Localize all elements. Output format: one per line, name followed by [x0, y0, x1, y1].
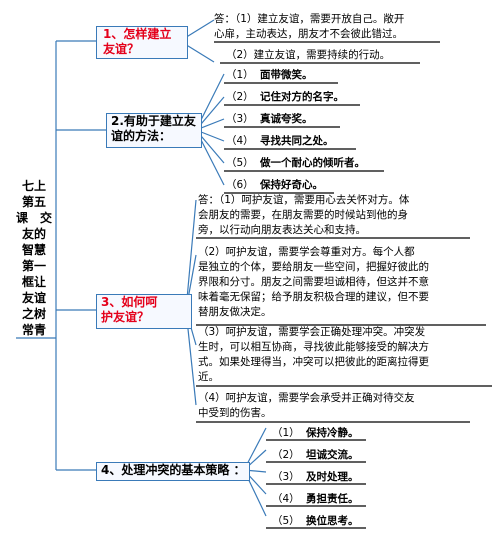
strategy-item-text: 坦诚交流。	[306, 449, 359, 461]
branch-1-answer-1: 答：（1）建立友谊，需要开放自己。敞开心扉，主动表达，朋友才不会彼此错过。	[214, 12, 450, 42]
strategy-item-text: 换位思考。	[306, 515, 359, 527]
branch-3-answer-4: （4）呵护友谊，需要学会承受并正确对待交友中受到的伤害。	[198, 391, 488, 421]
root-topic-line: 友的	[21, 227, 46, 241]
branch-label-line: 护友谊？	[101, 310, 150, 324]
root-topic-line: 常青	[21, 323, 46, 337]
answer-line: （2）建立友谊，需要持续的行动。	[226, 49, 391, 61]
root-topic-line: 第一	[21, 259, 46, 273]
answer-line: 替朋友做决定。	[198, 306, 272, 318]
answer-line: （3）呵护友谊，需要学会正确处理冲突。冲突发	[198, 326, 426, 338]
method-item-number: （1）	[226, 69, 254, 81]
branch-3-answer-3: （3）呵护友谊，需要学会正确处理冲突。冲突发生时，可以相互协商，寻找彼此能够接受…	[198, 325, 498, 385]
method-item-text: 保持好奇心。	[260, 179, 323, 191]
method-item-number: （5）	[226, 157, 254, 169]
answer-line: 旁，以行动向朋友表达关心和支持。	[198, 224, 366, 236]
strategy-item-text: 及时处理。	[306, 471, 359, 483]
strategy-item-number: （3）	[272, 471, 300, 483]
method-item-text: 面带微笑。	[260, 69, 313, 81]
answer-line: 会朋友的需要，在朋友需要的时候站到他的身	[198, 209, 408, 221]
answer-line: 答：（1）建立友谊，需要开放自己。敞开	[214, 13, 405, 25]
strategy-item: （5） 换位思考。	[272, 514, 359, 528]
root-topic-line: 七上	[21, 179, 46, 193]
branch-label-line: 2.有助于建立友	[111, 114, 196, 128]
answer-line: 中受到的伤害。	[198, 407, 272, 419]
method-item: （2） 记住对方的名字。	[226, 90, 344, 104]
answer-line: 味着毫无保留；给予朋友积极合理的建议，但不要	[198, 291, 429, 303]
strategy-item: （4） 勇担责任。	[272, 492, 359, 506]
strategy-item-text: 勇担责任。	[306, 493, 359, 505]
answer-line: 近。	[198, 371, 219, 383]
branch-label-line: 4、处理冲突的基本策略 ：	[101, 463, 246, 477]
method-item-number: （4）	[226, 135, 254, 147]
strategy-item-number: （5）	[272, 515, 300, 527]
strategy-item: （1） 保持冷静。	[272, 426, 359, 440]
root-topic-line: 智慧	[21, 243, 46, 257]
answer-line: 答：（1）呵护友谊，需要用心去关怀对方。体	[198, 194, 410, 206]
answer-line: （4）呵护友谊，需要学会承受并正确对待交友	[198, 392, 415, 404]
branch-label-line: 谊的方法：	[111, 129, 172, 143]
method-item-number: （2）	[226, 91, 254, 103]
answer-line: 式。如果处理得当，冲突可以把彼此的距离拉得更	[198, 356, 429, 368]
strategy-item-number: （2）	[272, 449, 300, 461]
strategy-item-text: 保持冷静。	[306, 427, 359, 439]
root-topic: 七上第五课 交友的智慧第一框让友谊之树常青	[14, 178, 54, 338]
method-item-text: 寻找共同之处。	[260, 135, 334, 147]
branch-3-box: 3、如何呵护友谊？	[96, 294, 192, 329]
method-item-text: 记住对方的名字。	[260, 91, 344, 103]
branch-label-line: 1、怎样建立	[103, 27, 172, 41]
root-topic-line: 第五	[21, 195, 46, 209]
answer-line: 心扉，主动表达，朋友才不会彼此错过。	[214, 28, 403, 40]
root-topic-line: 之树	[21, 307, 46, 321]
answer-line: 生时，可以相互协商，寻找彼此能够接受的解决方	[198, 341, 429, 353]
method-item: （4） 寻找共同之处。	[226, 134, 334, 148]
method-item: （6） 保持好奇心。	[226, 178, 323, 192]
strategy-item: （2） 坦诚交流。	[272, 448, 359, 462]
strategy-item-number: （4）	[272, 493, 300, 505]
branch-3-answer-1: 答：（1）呵护友谊，需要用心去关怀对方。体会朋友的需要，在朋友需要的时候站到他的…	[198, 193, 488, 238]
branch-3-answer-2: （2）呵护友谊，需要学会尊重对方。每个人都是独立的个体，要给朋友一些空间，把握好…	[198, 245, 498, 320]
method-item-text: 真诚夸奖。	[260, 113, 313, 125]
method-item-number: （6）	[226, 179, 254, 191]
strategy-item-number: （1）	[272, 427, 300, 439]
branch-label-line: 3、如何呵	[101, 295, 158, 309]
method-item: （1） 面带微笑。	[226, 68, 313, 82]
branch-4-box: 4、处理冲突的基本策略 ：	[96, 462, 250, 481]
strategy-item: （3） 及时处理。	[272, 470, 359, 484]
answer-line: 界限和分寸。朋友之间需要坦诚相待，但这并不意	[198, 276, 429, 288]
method-item-number: （3）	[226, 113, 254, 125]
answer-line: 是独立的个体，要给朋友一些空间，把握好彼此的	[198, 261, 429, 273]
root-topic-line: 友谊	[21, 291, 46, 305]
root-topic-line: 课 交	[15, 211, 52, 225]
branch-1-box: 1、怎样建立友谊？	[96, 26, 188, 59]
branch-1-answer-2: （2）建立友谊，需要持续的行动。	[226, 48, 446, 63]
branch-2-box: 2.有助于建立友谊的方法：	[106, 113, 202, 148]
method-item: （3） 真诚夸奖。	[226, 112, 313, 126]
method-item: （5） 做一个耐心的倾听者。	[226, 156, 365, 170]
root-topic-line: 框让	[21, 275, 46, 289]
branch-label-line: 友谊？	[103, 42, 140, 56]
answer-line: （2）呵护友谊，需要学会尊重对方。每个人都	[198, 246, 415, 258]
method-item-text: 做一个耐心的倾听者。	[260, 157, 365, 169]
